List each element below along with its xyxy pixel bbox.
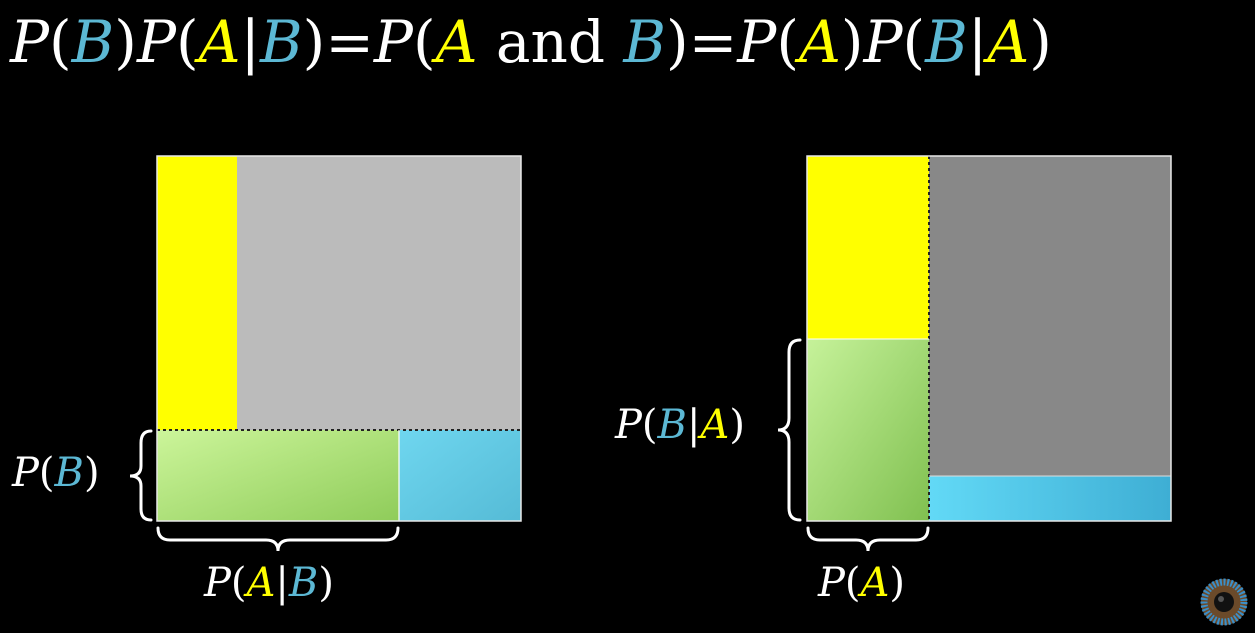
math-token: ) xyxy=(318,560,334,606)
channel-logo-icon xyxy=(1200,578,1248,626)
math-token: | xyxy=(240,8,261,76)
math-token: ( xyxy=(230,560,247,606)
math-token: P xyxy=(818,560,845,606)
math-token: ( xyxy=(49,8,72,76)
label-p-a-given-b: P(A|B) xyxy=(204,560,334,606)
math-token: ( xyxy=(412,8,436,76)
math-token: P xyxy=(12,450,39,496)
math-token: | xyxy=(686,402,701,448)
math-token: = xyxy=(688,8,738,76)
math-token: P xyxy=(204,560,231,606)
label-p-b-given-a: P(B|A) xyxy=(615,402,745,448)
math-token: P xyxy=(863,8,903,76)
right-outline xyxy=(806,155,1172,522)
math-token: ) xyxy=(83,450,100,496)
left-diagram xyxy=(129,155,522,552)
math-token: P xyxy=(737,8,777,76)
right-brace-pa xyxy=(806,526,930,552)
math-token: B xyxy=(54,450,84,496)
right-diagram xyxy=(777,155,1172,552)
math-token: | xyxy=(275,560,289,606)
math-token: and xyxy=(477,8,624,76)
left-cyan-region xyxy=(399,430,521,521)
left-brace-pab xyxy=(156,526,400,552)
math-token: ) xyxy=(729,402,745,448)
bayes-formula: P(B)P(A|B)=P(A and B)=P(A)P(B|A) xyxy=(10,8,1052,76)
left-yellow-region xyxy=(157,156,237,430)
right-brace-pba xyxy=(777,338,802,522)
math-token: P xyxy=(136,8,176,76)
math-token: A xyxy=(860,560,890,606)
math-token: = xyxy=(325,8,374,76)
math-token: ( xyxy=(776,8,799,76)
left-outline xyxy=(156,155,522,522)
left-green-region xyxy=(157,430,399,521)
math-token: B xyxy=(657,402,687,448)
math-token: ) xyxy=(666,8,689,76)
right-gray-region xyxy=(929,156,1171,476)
label-p-a: P(A) xyxy=(818,560,905,606)
math-token: A xyxy=(198,8,241,76)
math-token: B xyxy=(623,8,667,76)
math-token: ) xyxy=(840,8,864,76)
math-token: | xyxy=(967,8,988,76)
math-token: A xyxy=(435,8,478,76)
math-token: ) xyxy=(114,8,137,76)
math-token: ( xyxy=(175,8,199,76)
right-cyan-region xyxy=(929,476,1171,521)
math-token: ) xyxy=(889,560,906,606)
math-token: A xyxy=(246,560,276,606)
math-token: A xyxy=(987,8,1030,76)
math-token: P xyxy=(373,8,413,76)
math-token: ) xyxy=(1029,8,1052,76)
math-token: P xyxy=(615,402,642,448)
math-token: B xyxy=(260,8,303,76)
math-token: ( xyxy=(844,560,861,606)
math-token: ( xyxy=(902,8,926,76)
math-token: B xyxy=(288,560,319,606)
right-yellow-region xyxy=(807,156,929,339)
math-token: ) xyxy=(302,8,326,76)
math-token: B xyxy=(925,8,968,76)
label-p-b: P(B) xyxy=(12,450,100,496)
math-token: A xyxy=(798,8,841,76)
math-token: B xyxy=(71,8,115,76)
math-token: ( xyxy=(38,450,55,496)
math-token: A xyxy=(700,402,730,448)
math-token: P xyxy=(10,8,50,76)
left-brace-pb xyxy=(129,429,153,522)
math-token: ( xyxy=(641,402,658,448)
right-green-region xyxy=(807,339,929,521)
